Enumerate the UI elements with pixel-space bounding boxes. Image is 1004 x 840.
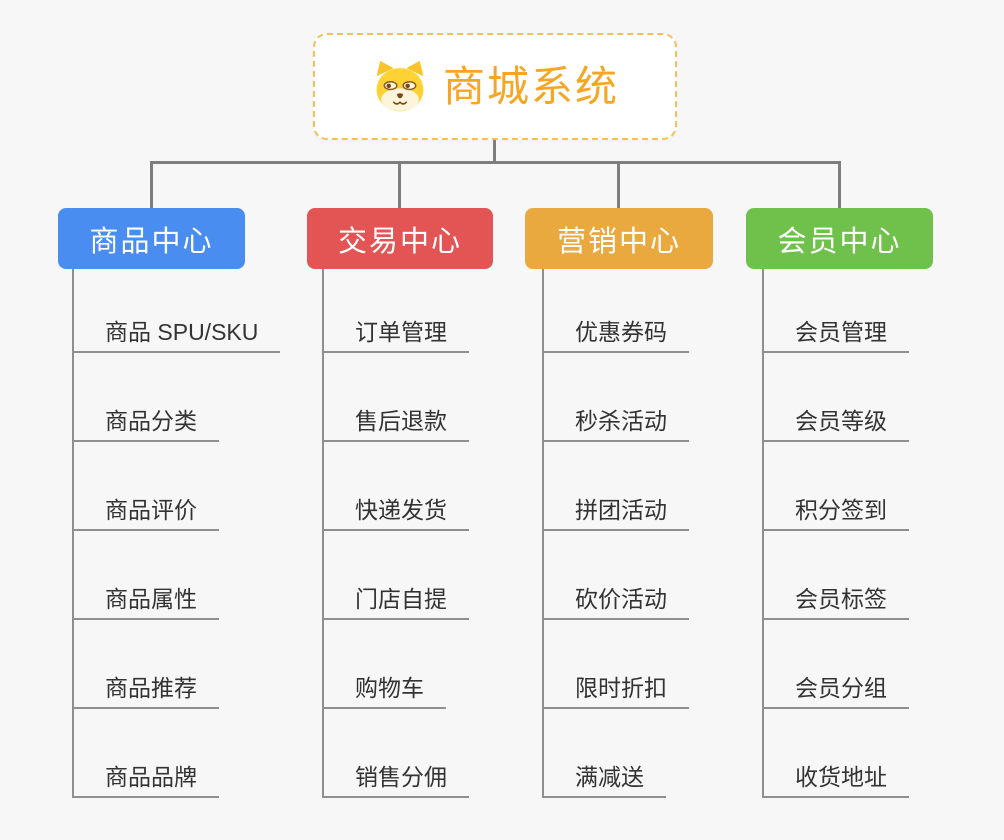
node-order-management[interactable]: 订单管理 — [322, 315, 469, 353]
connector-drop-product — [150, 161, 153, 208]
node-express-shipping[interactable]: 快递发货 — [322, 493, 469, 531]
node-shopping-cart[interactable]: 购物车 — [322, 671, 446, 709]
node-product-category[interactable]: 商品分类 — [72, 404, 219, 442]
root-title: 商城系统 — [442, 62, 619, 110]
node-coupon-code[interactable]: 优惠券码 — [542, 315, 689, 353]
node-shipping-address[interactable]: 收货地址 — [762, 760, 909, 798]
node-product-attribute[interactable]: 商品属性 — [72, 582, 219, 620]
node-aftersale-refund[interactable]: 售后退款 — [322, 404, 469, 442]
connector-horizontal — [150, 161, 841, 164]
node-product-recommend[interactable]: 商品推荐 — [72, 671, 219, 709]
node-member-level[interactable]: 会员等级 — [762, 404, 909, 442]
node-product-review[interactable]: 商品评价 — [72, 493, 219, 531]
shiba-dog-icon — [371, 60, 429, 114]
branch-marketing-center[interactable]: 营销中心 — [525, 208, 713, 269]
branch-product-center[interactable]: 商品中心 — [58, 208, 245, 269]
branch-member-center[interactable]: 会员中心 — [746, 208, 933, 269]
node-limited-time-discount[interactable]: 限时折扣 — [542, 671, 689, 709]
node-sales-commission[interactable]: 销售分佣 — [322, 760, 469, 798]
node-bargain-activity[interactable]: 砍价活动 — [542, 582, 689, 620]
branch-trade-center[interactable]: 交易中心 — [307, 208, 493, 269]
node-group-buy[interactable]: 拼团活动 — [542, 493, 689, 531]
node-points-checkin[interactable]: 积分签到 — [762, 493, 909, 531]
node-spend-save[interactable]: 满减送 — [542, 760, 666, 798]
node-product-brand[interactable]: 商品品牌 — [72, 760, 219, 798]
connector-root-stub — [493, 140, 496, 162]
node-member-tag[interactable]: 会员标签 — [762, 582, 909, 620]
spine-marketing-center — [542, 269, 544, 798]
node-member-management[interactable]: 会员管理 — [762, 315, 909, 353]
node-store-pickup[interactable]: 门店自提 — [322, 582, 469, 620]
node-flash-sale[interactable]: 秒杀活动 — [542, 404, 689, 442]
spine-trade-center — [322, 269, 324, 798]
node-product-spu-sku[interactable]: 商品 SPU/SKU — [72, 315, 281, 353]
connector-drop-trade — [398, 161, 401, 208]
connector-drop-member — [838, 161, 841, 208]
connector-drop-marketing — [617, 161, 620, 208]
spine-product-center — [72, 269, 74, 798]
node-member-group[interactable]: 会员分组 — [762, 671, 909, 709]
root-node-mall-system[interactable]: 商城系统 — [313, 33, 677, 140]
spine-member-center — [762, 269, 764, 798]
